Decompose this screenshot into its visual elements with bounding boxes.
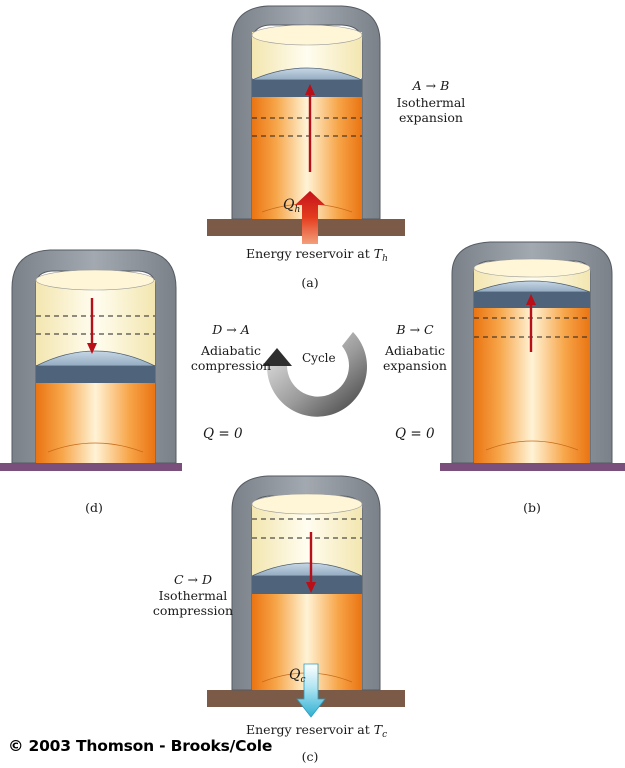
base-d [0,463,182,471]
panel-tag-b: (b) [523,500,541,515]
process-type-d-line2: compression [190,358,272,373]
heat-out-arrow-c [296,663,326,718]
piston-cap-b [473,280,591,293]
piston-c [252,576,362,594]
piston-cap-d [35,350,156,367]
copyright-text: © 2003 Thomson - Brooks/Cole [8,737,273,755]
piston-cap-a [251,67,363,81]
piston-d [36,366,155,383]
heat-in-arrow-a [295,191,325,244]
panel-tag-c: (c) [301,749,319,764]
process-type-c-line2: compression [152,603,234,618]
heat-label-a: Qh [283,197,301,216]
heat-label-d: Q = 0 [203,426,243,442]
process-type-a-line2: expansion [399,110,463,125]
cycle-label: Cycle [302,351,336,365]
process-label-b: B → C [396,322,434,337]
process-type-b-line1: Adiabatic [385,343,445,358]
process-label-a: A → B [412,78,450,93]
reservoir-label-hot: Energy reservoir at Th [246,246,388,264]
process-type-a-line1: Isothermal [396,95,466,110]
cylinder-wall-a [231,5,381,220]
cylinder-d [0,249,182,471]
cylinder-b [440,241,625,471]
base-b [440,463,625,471]
cycle-arrow [262,332,367,417]
cylinder-wall-d [11,249,177,464]
reservoir-label-cold: Energy reservoir at Tc [246,722,388,740]
panel-tag-a: (a) [301,275,319,290]
heat-label-c: Qc [289,667,306,686]
process-type-b-line2: expansion [383,358,447,373]
panel-tag-d: (d) [85,500,103,515]
gas-d [36,383,155,463]
process-label-d: D → A [212,322,250,337]
cylinder-c [207,475,405,718]
process-type-c-line1: Isothermal [158,588,228,603]
piston-a [252,80,362,97]
heat-label-b: Q = 0 [395,426,435,442]
cylinder-a [207,5,405,244]
process-label-c: C → D [173,572,212,587]
process-type-d-line1: Adiabatic [201,343,261,358]
